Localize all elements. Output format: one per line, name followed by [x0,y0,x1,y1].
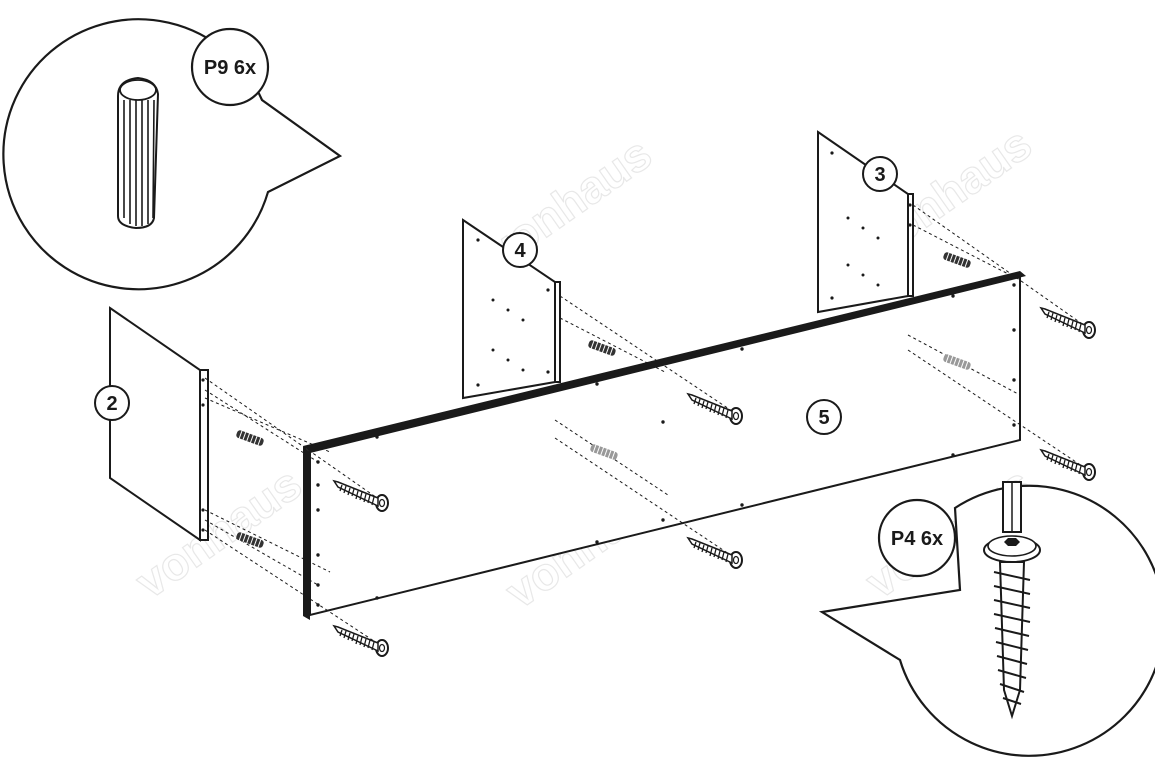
panel-3-label: 3 [874,164,885,186]
dowel-qty-label: P9 6x [204,57,256,79]
panel-2: 2 [94,306,209,542]
panel-4-badge [502,232,538,268]
screw-icon [983,481,1041,720]
panel-4: 4 [462,218,561,400]
screw-qty-label: P4 6x [891,528,943,550]
screw-icon [1040,307,1096,339]
dowel-icon [941,250,973,270]
panel-5-label: 5 [818,407,829,429]
dowel-callout: P9 6x [2,18,343,291]
panel-3: 3 [817,130,914,314]
dowel-icon [117,76,160,230]
dowel-callout-bubble [2,18,343,291]
panel-5: 5 [303,271,1026,620]
screw-callout-bubble [818,484,1155,757]
panel-3-badge [862,156,898,192]
screw-icon [1040,449,1096,481]
screw-icon [333,625,389,657]
dowel-qty-badge [190,27,270,107]
panel-4-label: 4 [514,240,526,262]
dowel-icon [234,428,266,448]
screw-icon [687,537,743,569]
panel-5-badge [806,399,842,435]
dowel-icon [586,338,618,358]
panel-2-badge [94,385,130,421]
screw-qty-badge [877,498,957,578]
panel-2-label: 2 [106,393,117,415]
screw-callout: P4 6x [818,481,1155,757]
